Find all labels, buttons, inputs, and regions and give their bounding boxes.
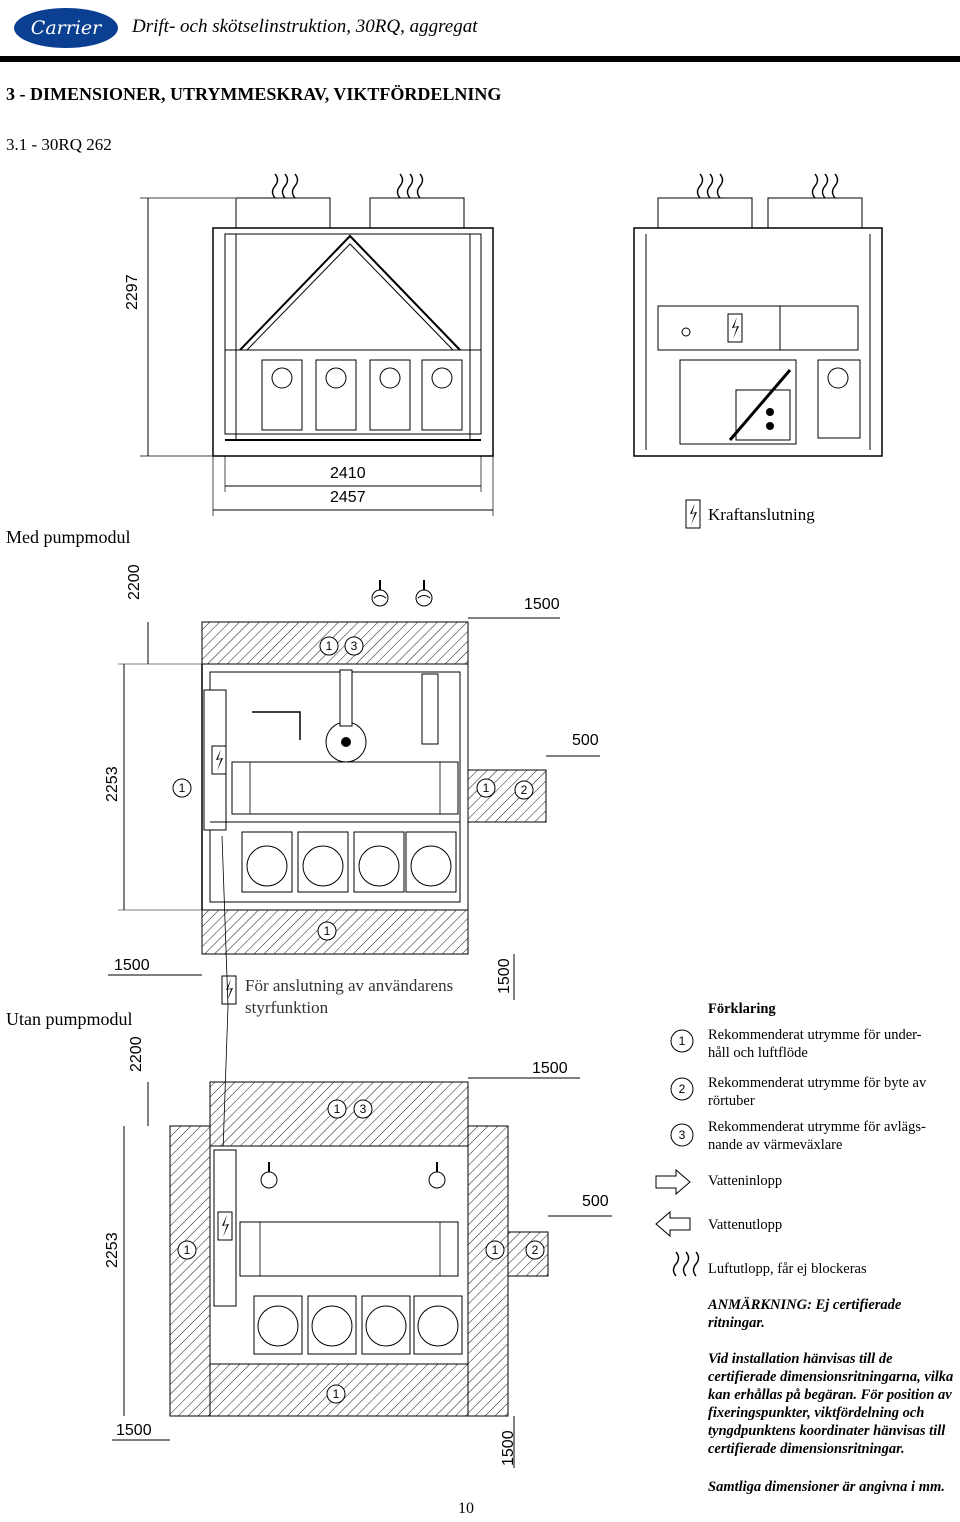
- svg-text:1: 1: [326, 639, 333, 653]
- svg-text:2: 2: [532, 1243, 539, 1257]
- svg-text:3: 3: [360, 1102, 367, 1116]
- svg-text:1: 1: [679, 1034, 686, 1048]
- dim-1500-d: 1500: [532, 1060, 568, 1077]
- dim-2253-b: 2253: [104, 1232, 121, 1268]
- svg-text:2: 2: [679, 1082, 686, 1096]
- note-units: Samtliga dimensioner är angivna i mm.: [708, 1479, 945, 1495]
- svg-text:3: 3: [351, 639, 358, 653]
- note-uncertified: ANMÄRKNING: Ej certifierade ritningar.: [708, 1297, 902, 1331]
- dim-1500-a: 1500: [524, 596, 560, 613]
- dim-500-a: 500: [572, 732, 599, 749]
- with-pump-label: Med pumpmodul: [6, 527, 131, 547]
- note-installation: Vid installation hänvisas till de certif…: [708, 1351, 954, 1457]
- svg-text:1: 1: [492, 1243, 499, 1257]
- svg-text:1: 1: [184, 1243, 191, 1257]
- dim-1500-b: 1500: [114, 957, 150, 974]
- legend-air-out: Luftutlopp, får ej blockeras: [708, 1261, 867, 1277]
- power-icon: [685, 499, 701, 529]
- svg-text:2: 2: [521, 783, 528, 797]
- control-icon: [221, 975, 237, 1005]
- side-view: [633, 173, 883, 457]
- svg-text:1: 1: [333, 1387, 340, 1401]
- svg-text:1: 1: [324, 924, 331, 938]
- legend-item-2: Rekommenderat utrymme för byte av rörtub…: [708, 1075, 927, 1109]
- section-title: 3 - DIMENSIONER, UTRYMMESKRAV, VIKTFÖRDE…: [6, 84, 502, 104]
- dim-width-2457: 2457: [330, 489, 366, 506]
- front-view: [140, 173, 494, 516]
- svg-text:1: 1: [179, 781, 186, 795]
- dim-2200-b: 2200: [128, 1036, 145, 1072]
- control-label: För anslutning av användarens styrfunkti…: [245, 976, 454, 1017]
- dim-1500-e: 1500: [116, 1422, 152, 1439]
- dim-1500-c: 1500: [496, 958, 513, 994]
- with-pump-plan: 1 3 1 1 2 1: [108, 580, 600, 1000]
- dim-500-b: 500: [582, 1193, 609, 1210]
- header-rule: [0, 56, 960, 62]
- carrier-logo: Carrier: [14, 8, 118, 48]
- legend-water-in: Vatteninlopp: [708, 1173, 783, 1189]
- dim-width-2410: 2410: [330, 465, 366, 482]
- dim-height-top: 2297: [124, 274, 141, 310]
- legend-item-3: Rekommenderat utrymme för avlägs-nande a…: [708, 1119, 926, 1153]
- dim-2253-a: 2253: [104, 766, 121, 802]
- dim-1500-f: 1500: [500, 1430, 517, 1466]
- section-subtitle: 3.1 - 30RQ 262: [6, 135, 112, 154]
- without-pump-label: Utan pumpmodul: [6, 1009, 133, 1029]
- legend-title: Förklaring: [708, 1001, 776, 1017]
- svg-text:1: 1: [334, 1102, 341, 1116]
- dim-2200-a: 2200: [126, 564, 143, 600]
- legend-item-1: Rekommenderat utrymme för under-håll och…: [708, 1027, 922, 1061]
- svg-text:3: 3: [679, 1128, 686, 1142]
- legend-water-out: Vattenutlopp: [708, 1217, 783, 1233]
- document-title: Drift- och skötselinstruktion, 30RQ, agg…: [132, 16, 478, 37]
- without-pump-plan: 1 3 1 1 2 1: [112, 1077, 612, 1468]
- legend-icons: 1 2 3: [655, 1029, 700, 1277]
- svg-text:1: 1: [483, 781, 490, 795]
- page-number: 10: [458, 1500, 474, 1517]
- power-label: Kraftanslutning: [708, 505, 815, 524]
